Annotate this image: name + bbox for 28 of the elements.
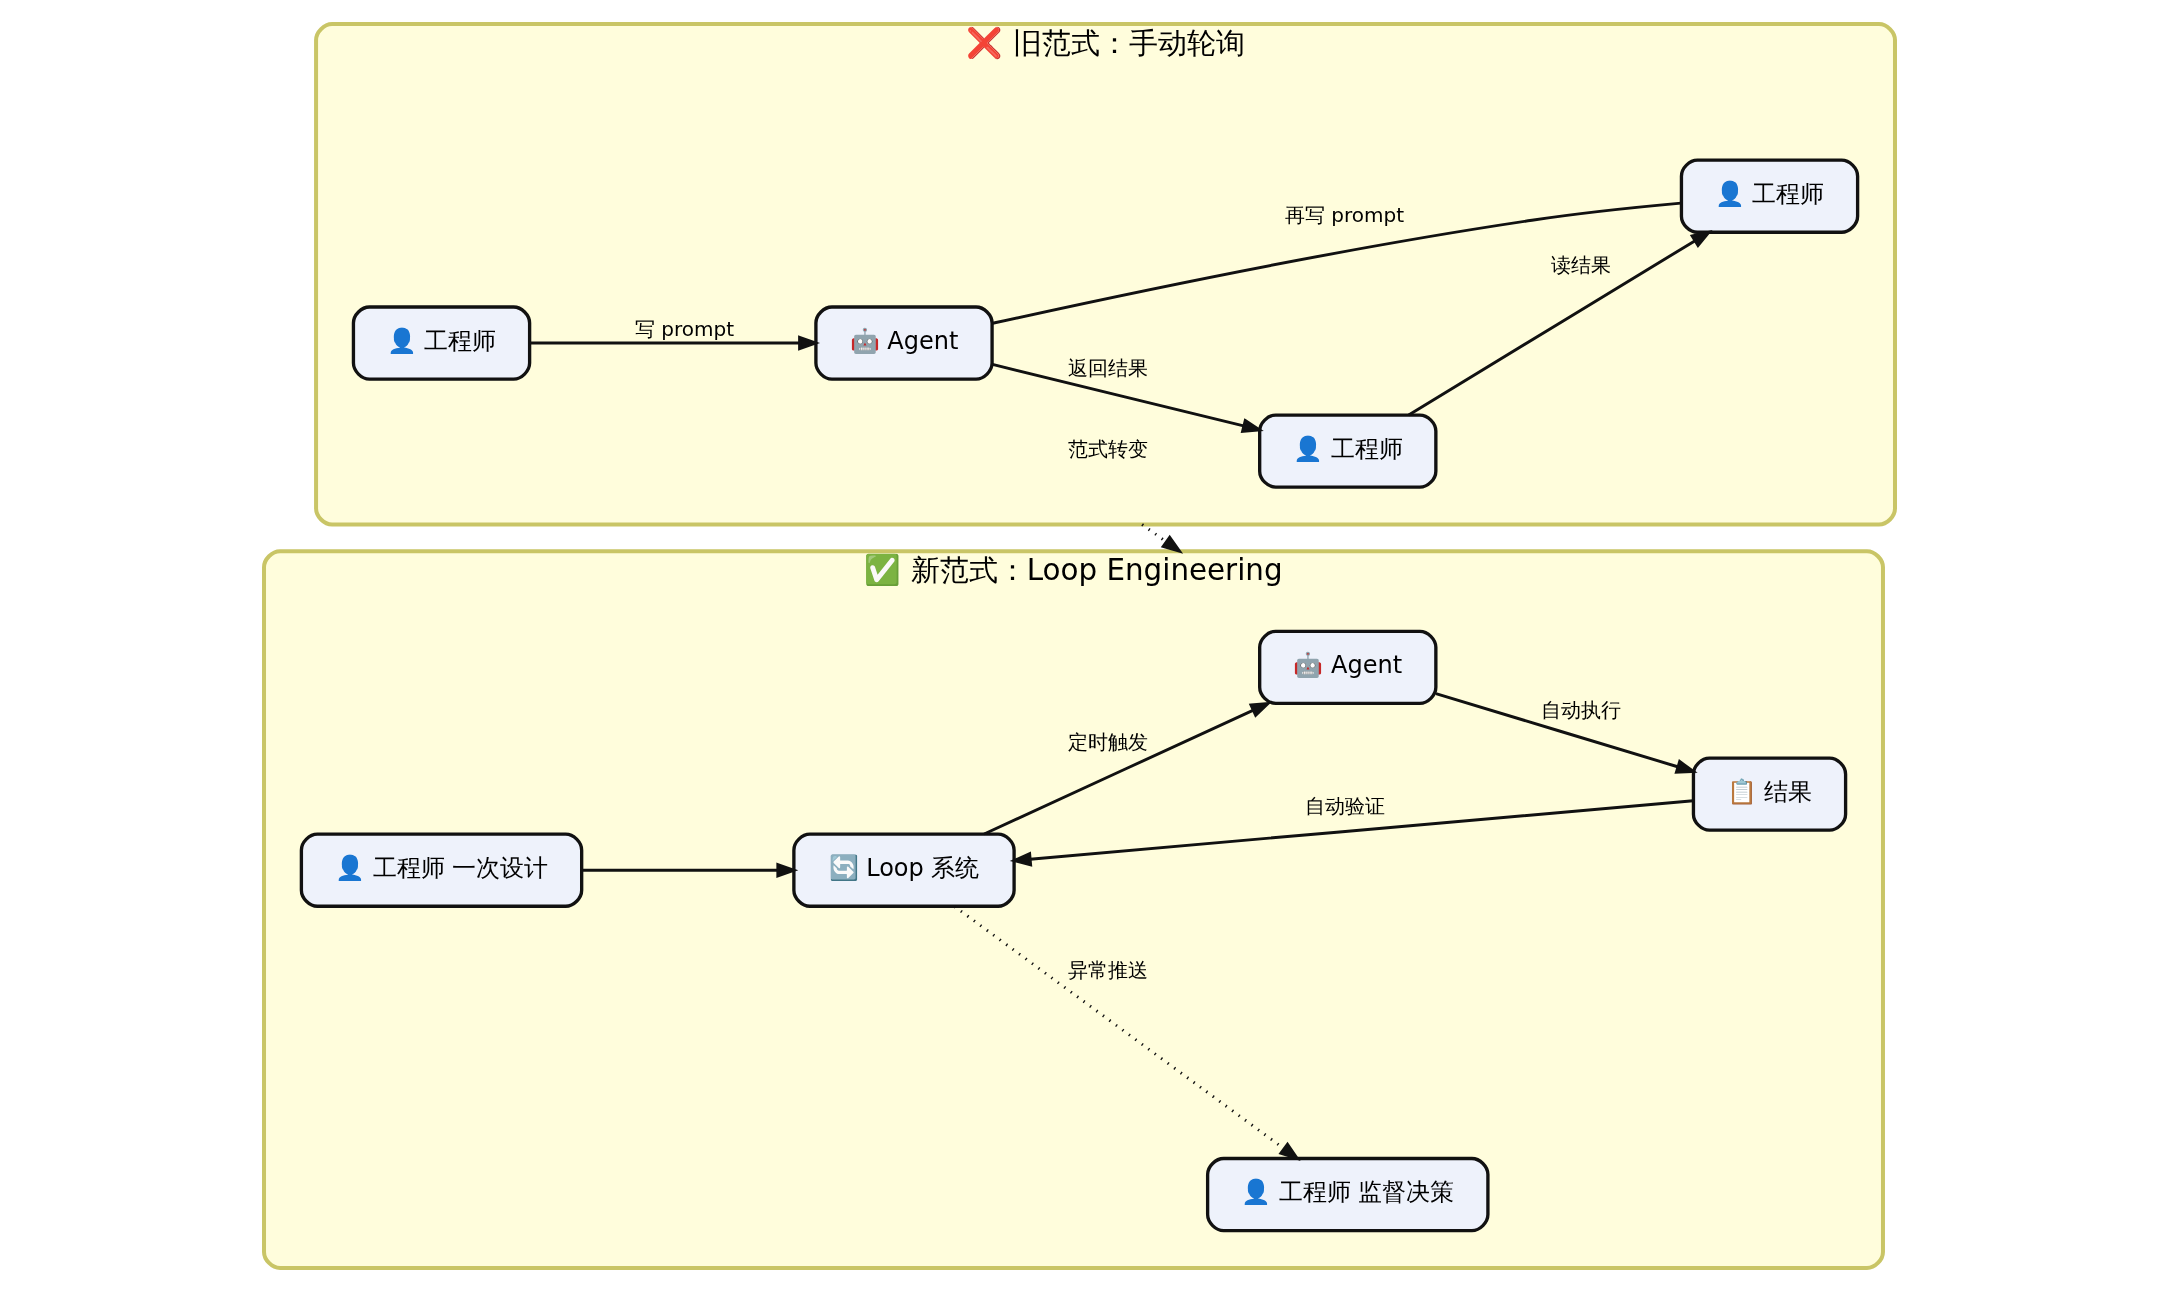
- node-box: 🤖 Agent: [1258, 629, 1438, 706]
- edge-label: 读结果: [1551, 253, 1612, 278]
- node-box: 👤 工程师 监督决策: [1205, 1156, 1490, 1233]
- arrow: [1407, 230, 1713, 417]
- edge-label: 范式转变: [1067, 437, 1148, 462]
- arrow: [1009, 799, 1694, 867]
- node-box: 🔄 Loop 系统: [792, 832, 1016, 908]
- arrow: [953, 905, 1301, 1161]
- edge-label: 自动验证: [1304, 793, 1385, 818]
- node-box: 📋 结果: [1691, 756, 1848, 832]
- node-box: 👤 工程师: [1679, 158, 1860, 234]
- arrow: [1435, 692, 1698, 774]
- edge-label: 异常推送: [1067, 958, 1148, 982]
- node-box: 👤 工程师 一次设计: [299, 832, 584, 908]
- edge-label: 自动执行: [1541, 697, 1622, 722]
- edge-label: 写 prompt: [635, 317, 735, 342]
- arrow: [983, 701, 1272, 836]
- edge-label: 再写 prompt: [1285, 202, 1405, 227]
- arrow: [529, 335, 821, 351]
- node-box: 🤖 Agent: [814, 305, 994, 381]
- arrow: [1141, 523, 1184, 554]
- arrow: [992, 362, 1264, 434]
- arrow: [582, 862, 799, 878]
- connector: [992, 201, 1682, 325]
- edge-label: 返回结果: [1067, 356, 1148, 381]
- node-box: 👤 工程师: [351, 305, 532, 381]
- node-box: 👤 工程师: [1258, 413, 1438, 489]
- edge-label: 定时触发: [1067, 729, 1148, 754]
